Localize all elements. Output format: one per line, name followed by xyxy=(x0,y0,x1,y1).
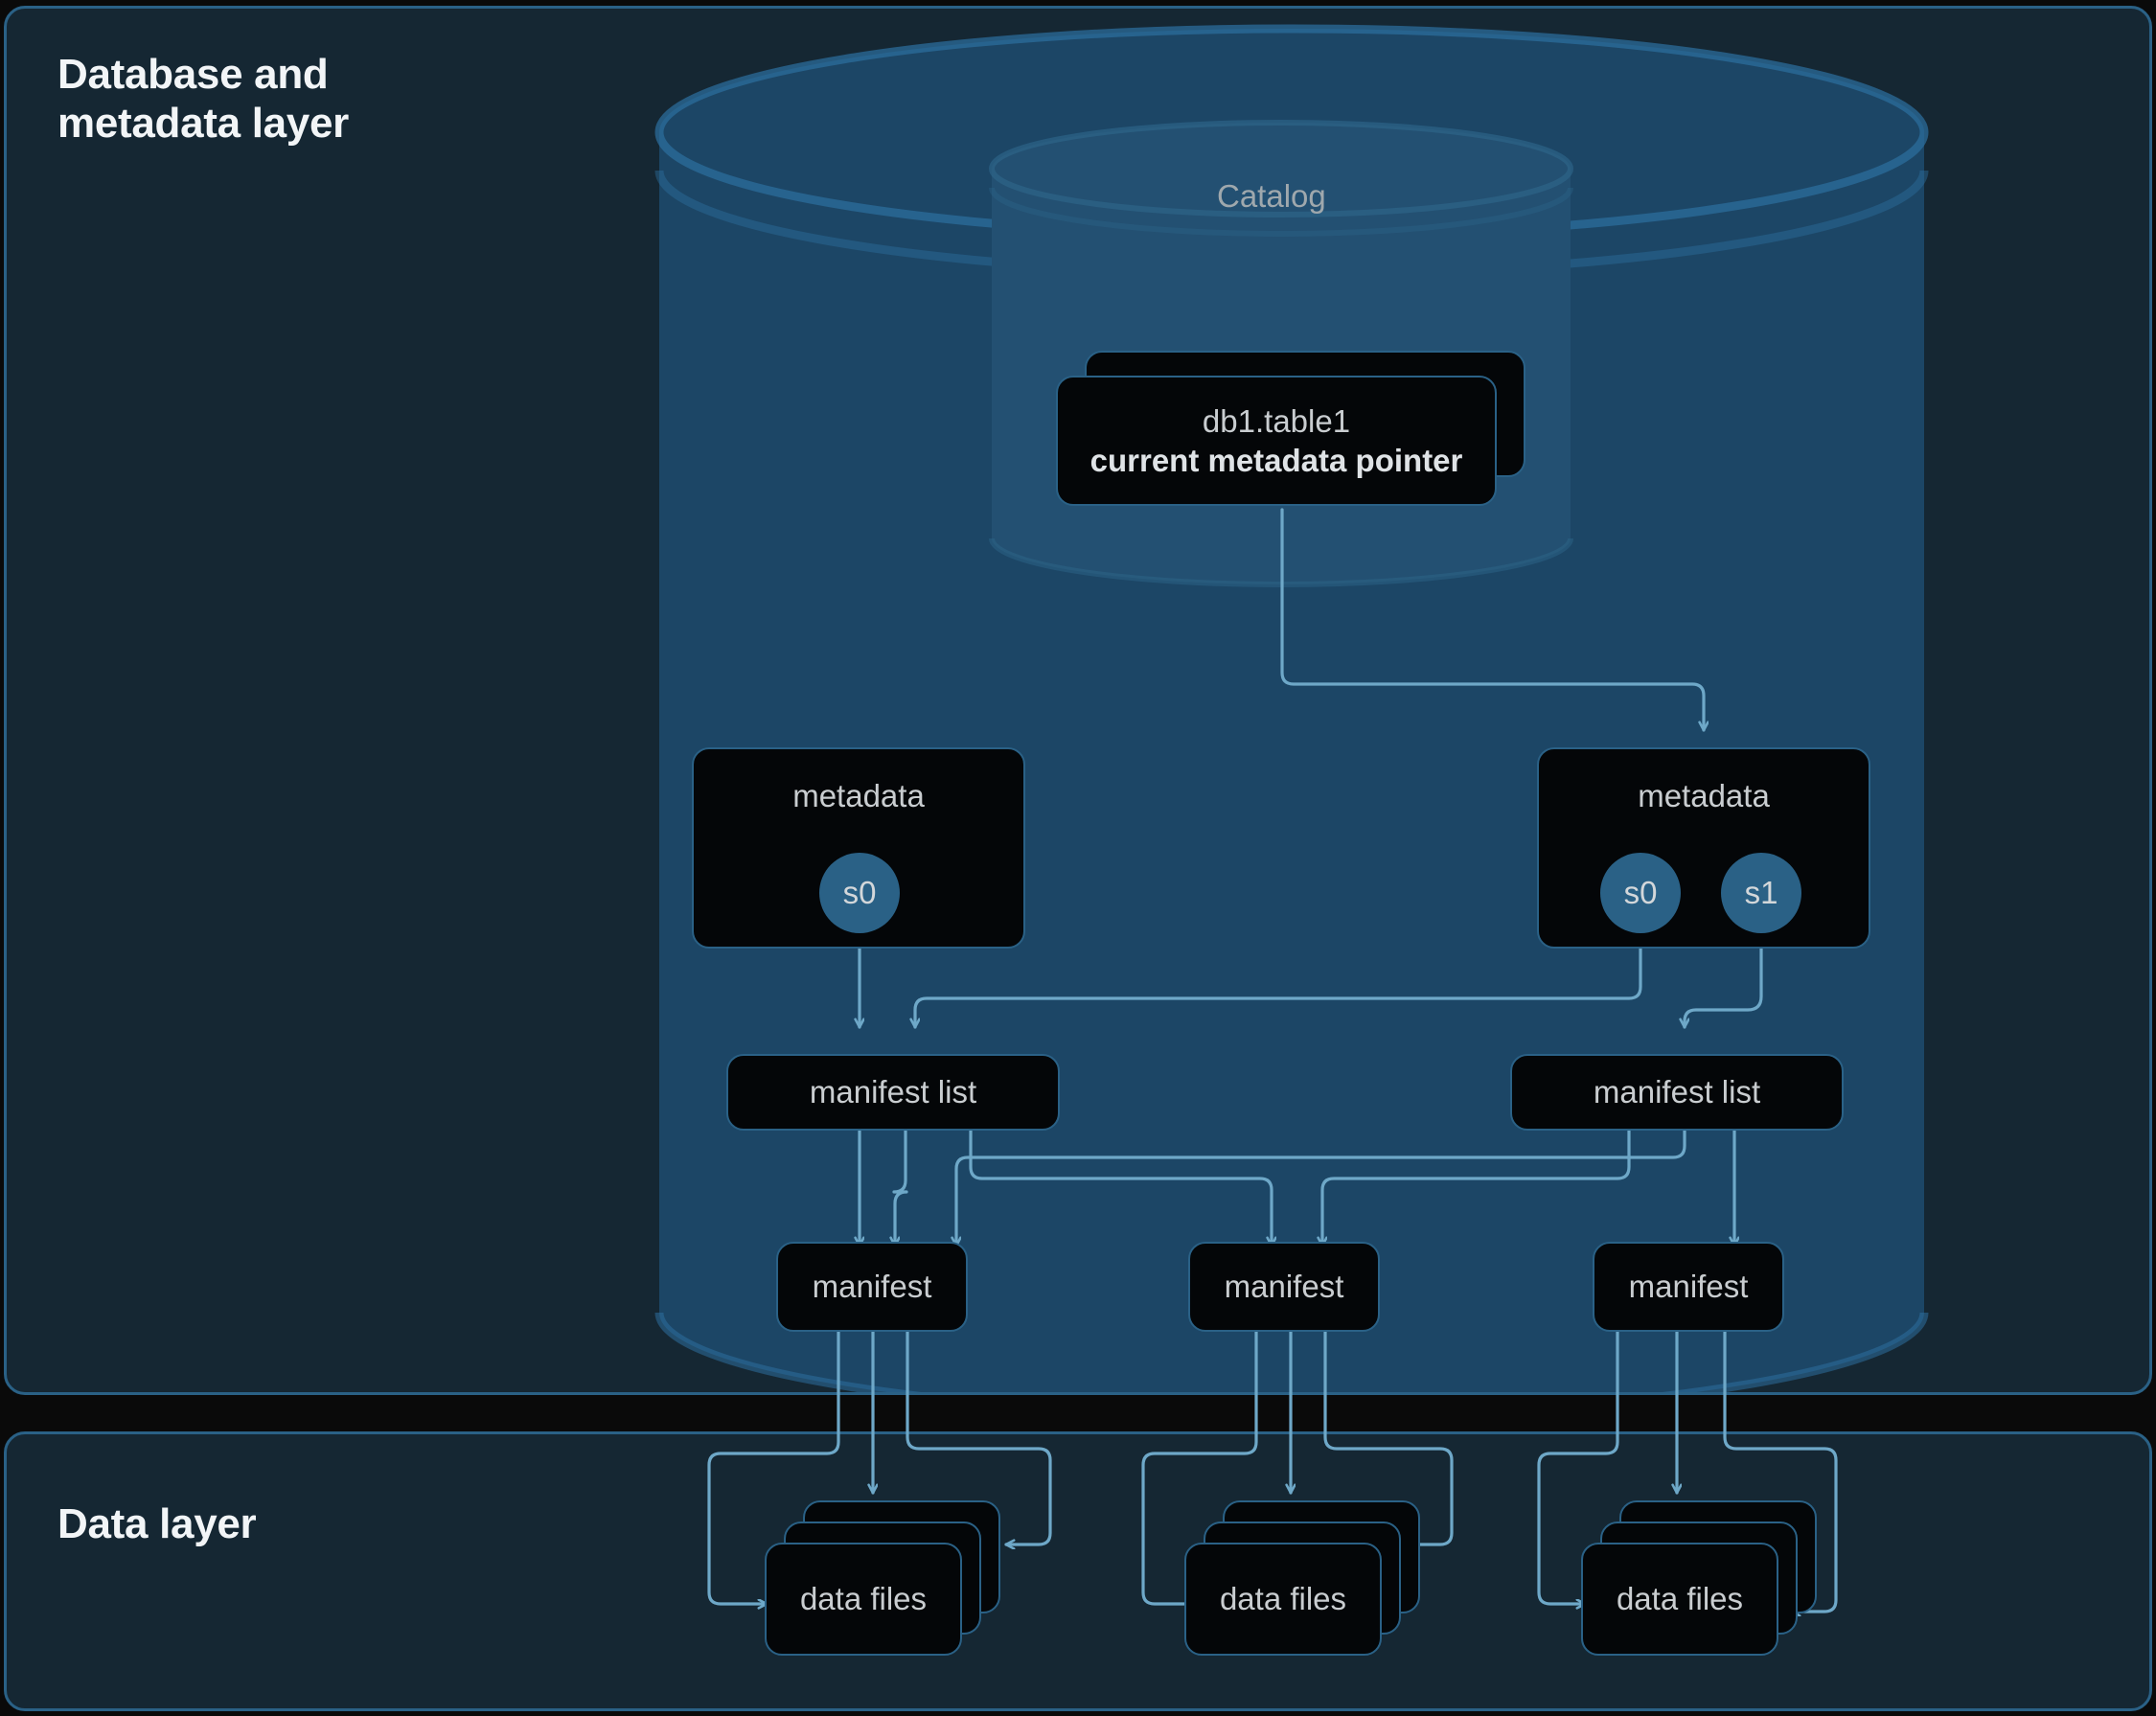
snapshot-circle-s0-left[interactable]: s0 xyxy=(819,853,900,933)
manifest-node-2-label: manifest xyxy=(1224,1269,1344,1305)
data-files-group-2[interactable]: data files xyxy=(1184,1543,1382,1656)
catalog-entry-table-name: db1.table1 xyxy=(1202,402,1351,439)
manifest-node-1-label: manifest xyxy=(812,1269,932,1305)
manifest-node-3-label: manifest xyxy=(1628,1269,1749,1305)
data-files-group-2-label: data files xyxy=(1219,1581,1347,1617)
snapshot-circle-s0-left-label: s0 xyxy=(842,875,877,910)
data-files-group-3[interactable]: data files xyxy=(1581,1543,1778,1656)
metadata-node-right[interactable]: metadata xyxy=(1537,747,1870,949)
manifest-list-left-label: manifest list xyxy=(809,1074,977,1110)
metadata-node-right-label: metadata xyxy=(1638,778,1770,813)
metadata-node-left-label: metadata xyxy=(792,778,925,813)
manifest-list-right[interactable]: manifest list xyxy=(1510,1054,1844,1131)
data-files-group-1-label: data files xyxy=(799,1581,928,1617)
panel-data-layer xyxy=(4,1431,2152,1711)
page-title-metadata-layer: Database and metadata layer xyxy=(57,51,349,148)
catalog-label: Catalog xyxy=(1217,178,1326,214)
data-files-group-1[interactable]: data files xyxy=(765,1543,962,1656)
snapshot-circle-s0-right-label: s0 xyxy=(1623,875,1658,910)
manifest-node-1[interactable]: manifest xyxy=(776,1242,968,1332)
page-title-data-layer: Data layer xyxy=(57,1500,257,1547)
data-files-group-3-label: data files xyxy=(1616,1581,1744,1617)
manifest-node-2[interactable]: manifest xyxy=(1188,1242,1380,1332)
snapshot-circle-s0-right[interactable]: s0 xyxy=(1600,853,1681,933)
snapshot-circle-s1-right[interactable]: s1 xyxy=(1721,853,1801,933)
manifest-list-right-label: manifest list xyxy=(1593,1074,1761,1110)
snapshot-circle-s1-right-label: s1 xyxy=(1744,875,1778,910)
panel-database-metadata-layer xyxy=(4,6,2152,1395)
catalog-entry-card[interactable]: db1.table1 current metadata pointer xyxy=(1056,376,1497,506)
manifest-node-3[interactable]: manifest xyxy=(1593,1242,1784,1332)
manifest-list-left[interactable]: manifest list xyxy=(726,1054,1060,1131)
catalog-entry-pointer-label: current metadata pointer xyxy=(1089,443,1463,478)
